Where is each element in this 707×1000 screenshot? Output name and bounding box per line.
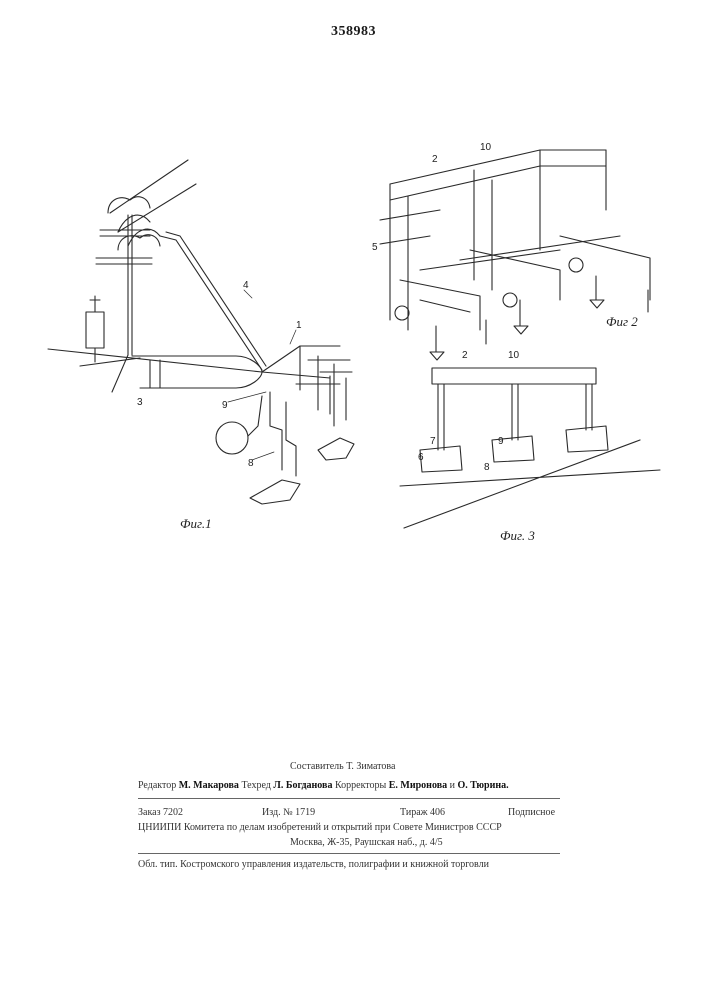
fig3-caption: Фиг. 3 [500,528,535,543]
fig1-label-3: 3 [137,397,143,408]
fig1-cylinder-rod [90,296,100,362]
fig1-label-1: 1 [296,320,302,331]
editor-name: М. Макарова [179,780,239,791]
figure-1: 4 1 3 9 8 Фиг.1 [48,160,354,531]
fig3-label-9: 9 [498,436,504,447]
corrector2-name: О. Тюрина. [457,780,508,791]
fig1-right-frame [262,346,340,426]
fig3-units [420,426,608,472]
fig3-label-6: 6 [418,452,424,463]
fig2-caption: Фиг 2 [606,314,638,329]
correctors-label: Корректоры [335,780,386,791]
fig1-elbow [118,215,160,246]
fig1-beam-ribs [150,360,160,388]
patent-drawing: 4 1 3 9 8 Фиг.1 2 10 5 Фиг 2 2 10 7 6 9 … [0,0,707,560]
fig1-rod-4b [166,232,266,366]
fig1-leg-right [330,376,346,420]
fig2-label-2: 2 [432,154,438,165]
fig3-label-8: 8 [484,462,490,473]
compiler-line: Составитель Т. Зиматова [290,760,395,774]
fig1-share-2 [318,438,354,460]
fig1-label-4: 4 [243,280,249,291]
order-number: Заказ 7202 [138,806,183,820]
fig1-label-9: 9 [222,400,228,411]
fig1-axis-line [48,349,330,378]
figure-3: 2 10 7 6 9 8 Фиг. 3 [400,350,660,543]
fig3-posts [438,384,592,450]
and-conjunction: и [450,780,455,791]
fig1-leg-8 [270,392,296,476]
editor-line: Редактор М. Макарова Техред Л. Богданова… [138,779,509,793]
figure-2: 2 10 5 Фиг 2 [372,142,650,360]
fig1-rod-4 [160,236,262,370]
fig3-label-2: 2 [462,350,468,361]
fig1-share-1 [250,480,300,504]
fig3-ground-lines [400,440,660,528]
podpisnoe: Подписное [508,806,555,820]
org-line-1: ЦНИИПИ Комитета по делам изобретений и о… [138,821,502,835]
printer-line: Обл. тип. Костромского управления издате… [138,858,489,872]
fig1-cylinder [86,312,104,348]
izd-number: Изд. № 1719 [262,806,315,820]
fig1-upper-pipe [110,160,196,232]
fig1-label-8: 8 [248,458,254,469]
fig3-top-beam [432,368,596,384]
fig1-right-bars [296,360,352,384]
fig2-bars [380,210,620,270]
fig1-wheel [216,422,248,454]
fig2-wheel-3 [569,258,583,272]
separator-rule-2 [138,853,560,854]
editor-label: Редактор [138,780,176,791]
corrector1-name: Е. Миронова [389,780,447,791]
fig1-lower-frame [80,355,140,392]
fig1-mid-coil [118,235,160,250]
fig1-caption: Фиг.1 [180,516,212,531]
fig2-label-10: 10 [480,142,492,153]
fig2-wheel-2 [503,293,517,307]
fig3-label-10: 10 [508,350,520,361]
separator-rule-1 [138,798,560,799]
fig2-wheel-1 [395,306,409,320]
org-line-2: Москва, Ж-35, Раушская наб., д. 4/5 [290,836,443,850]
techred-name: Л. Богданова [273,780,332,791]
fig1-wheel-arm [248,396,262,436]
tirazh: Тираж 406 [400,806,445,820]
fig1-beam [132,356,262,388]
fig3-label-7: 7 [430,436,436,447]
fig2-top-frame [390,150,606,200]
techred-label: Техред [241,780,270,791]
fig2-label-5: 5 [372,242,378,253]
